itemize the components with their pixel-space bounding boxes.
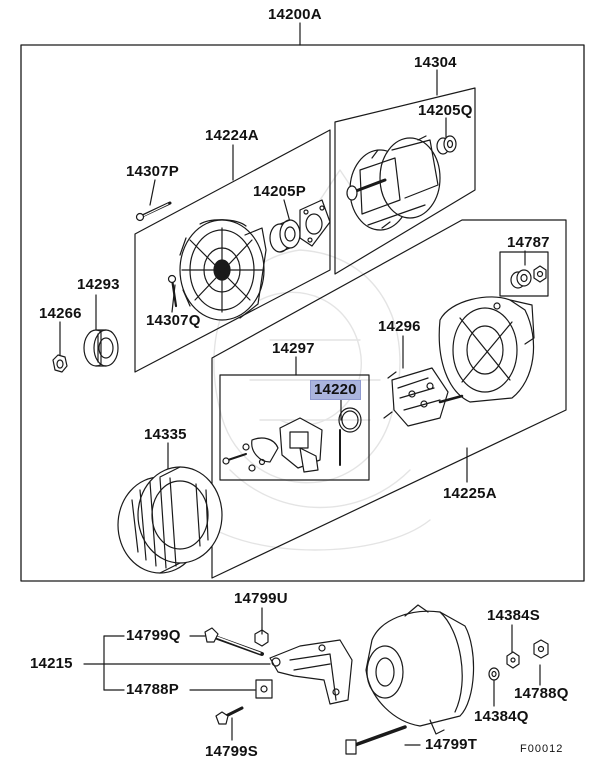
label-14224a[interactable]: 14224A: [205, 127, 259, 144]
plate: [299, 199, 331, 247]
bearing-14205p: [269, 219, 301, 253]
nut-14384s: [506, 651, 520, 669]
panel-drive-end: [134, 129, 331, 373]
bolt-14799s: [215, 706, 244, 725]
panel-regulator: [219, 374, 370, 481]
figure-code: F00012: [520, 743, 564, 755]
label-14799u[interactable]: 14799U: [234, 590, 288, 607]
stator-14335: [117, 466, 223, 574]
alternator-assembly: [365, 604, 475, 735]
bolt-14799u: [254, 627, 269, 647]
label-14200a[interactable]: 14200A: [268, 6, 322, 23]
label-14788p[interactable]: 14788P: [126, 681, 179, 698]
label-14788q[interactable]: 14788Q: [514, 685, 569, 702]
label-14296[interactable]: 14296: [378, 318, 421, 335]
panel-rotor: [334, 87, 476, 275]
bolt-14799q: [204, 627, 264, 656]
bolt-14307p: [135, 201, 172, 222]
bolt-14799t: [345, 725, 407, 755]
bearing-14205q: [436, 135, 457, 155]
pulley-14293: [83, 329, 119, 367]
drive-end-frame: [179, 219, 267, 321]
screw-14307q: [167, 274, 178, 308]
cap-14788q: [533, 639, 549, 659]
label-14787[interactable]: 14787: [507, 234, 550, 251]
label-14205q[interactable]: 14205Q: [418, 102, 473, 119]
label-14266[interactable]: 14266: [39, 305, 82, 322]
label-14799q[interactable]: 14799Q: [126, 627, 181, 644]
label-14205p[interactable]: 14205P: [253, 183, 306, 200]
label-14297[interactable]: 14297: [272, 340, 315, 357]
rectifier-14296: [383, 367, 464, 427]
assembly-frame: [20, 44, 585, 582]
label-14307p[interactable]: 14307P: [126, 163, 179, 180]
rear-frame: [438, 296, 535, 403]
spacer-14788p: [255, 679, 273, 699]
nut-14266: [52, 354, 68, 373]
bracket: [269, 639, 353, 705]
label-14220-highlighted[interactable]: 14220: [310, 380, 361, 400]
rotor-14304: [346, 135, 441, 231]
label-14384q[interactable]: 14384Q: [474, 708, 529, 725]
label-14225a[interactable]: 14225A: [443, 485, 497, 502]
label-14307q[interactable]: 14307Q: [146, 312, 201, 329]
label-14799t[interactable]: 14799T: [425, 736, 478, 753]
label-14304[interactable]: 14304: [414, 54, 457, 71]
cap-14787: [510, 265, 547, 289]
label-14293[interactable]: 14293: [77, 276, 120, 293]
label-14335[interactable]: 14335: [144, 426, 187, 443]
label-14384s[interactable]: 14384S: [487, 607, 540, 624]
label-14799s[interactable]: 14799S: [205, 743, 258, 760]
label-14215[interactable]: 14215: [30, 655, 73, 672]
regulator-14220: [222, 407, 362, 473]
washer-14384q: [488, 667, 500, 681]
